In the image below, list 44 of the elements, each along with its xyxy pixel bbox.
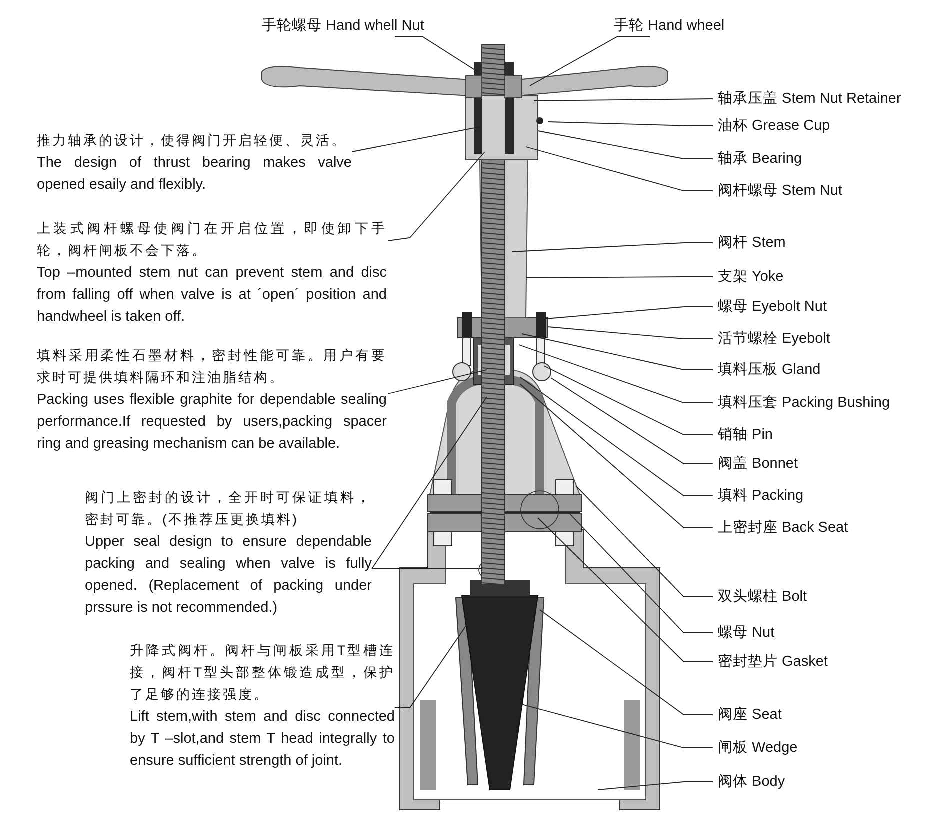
leader-line [526, 146, 714, 192]
leader-line [548, 326, 714, 340]
leader-line [538, 518, 714, 662]
note-text: Upper seal design to ensure dependable packing and sealing when valve is fully opened. (Replacement of packing under prssure is not recommended.) [85, 533, 372, 618]
leader-line [520, 384, 714, 528]
note-text: 升降式阀杆。阀杆与闸板采用T型槽连接，阀杆T型头部整体锻造成型，保护了足够的连接强度。 [130, 642, 395, 704]
leader-line [548, 122, 714, 126]
leader-line [540, 610, 714, 716]
note-text: Top –mounted stem nut can prevent stem and disc from falling off when valve is at ´open´ position and handwheel is taken off. [37, 264, 387, 327]
part-label: 闸板 Wedge [718, 738, 798, 758]
leader-line [568, 512, 714, 634]
leader-line [534, 98, 714, 102]
leader-line [530, 36, 650, 86]
part-label: 活节螺栓 Eyebolt [718, 329, 830, 349]
leader-line [576, 486, 714, 598]
note-text: Packing uses flexible graphite for dependable sealing performance.If requested by users,packing spacer ring and greasing mechanism can be available. [37, 391, 387, 454]
leader-line [394, 36, 478, 72]
leader-line [598, 782, 714, 790]
part-label: 填料 Packing [718, 486, 804, 506]
leader-line [546, 306, 714, 320]
leader-line [372, 568, 482, 570]
leader-line [550, 378, 714, 464]
leader-line [352, 126, 480, 152]
part-label: 轴承 Bearing [718, 149, 802, 169]
leader-line [526, 276, 714, 278]
note-text: Lift stem,with stem and disc connected by T –slot,and stem T head integrally to ensure sufficient strength of joint. [130, 708, 395, 771]
leader-line [522, 334, 714, 370]
leader-line [544, 366, 714, 436]
note-text: 阀门上密封的设计，全开时可保证填料，密封可靠。(不推荐压更换填料) [85, 489, 372, 529]
note-text: 推力轴承的设计，使得阀门开启轻便、灵活。 [37, 132, 348, 150]
part-label: 填料压套 Packing Bushing [718, 393, 890, 413]
part-label: 阀体 Body [718, 772, 786, 792]
leader-line [538, 130, 714, 160]
leader-line [518, 344, 714, 404]
note-text: The design of thrust bearing makes valve opened esaily and flexibly. [37, 154, 352, 195]
leader-line [388, 152, 486, 242]
leader-line [388, 370, 488, 394]
leader-line [372, 396, 488, 570]
leader-line [512, 242, 714, 252]
note-text: 上装式阀杆螺母使阀门在开启位置，即使卸下手轮，阀杆闸板不会下落。 [37, 220, 387, 260]
note-text: 填料采用柔性石墨材料，密封性能可靠。用户有要求时可提供填料隔环和注油脂结构。 [37, 347, 387, 387]
part-label: 螺母 Eyebolt Nut [718, 297, 827, 317]
part-label: 油杯 Grease Cup [718, 116, 830, 136]
leader-line [520, 376, 714, 496]
